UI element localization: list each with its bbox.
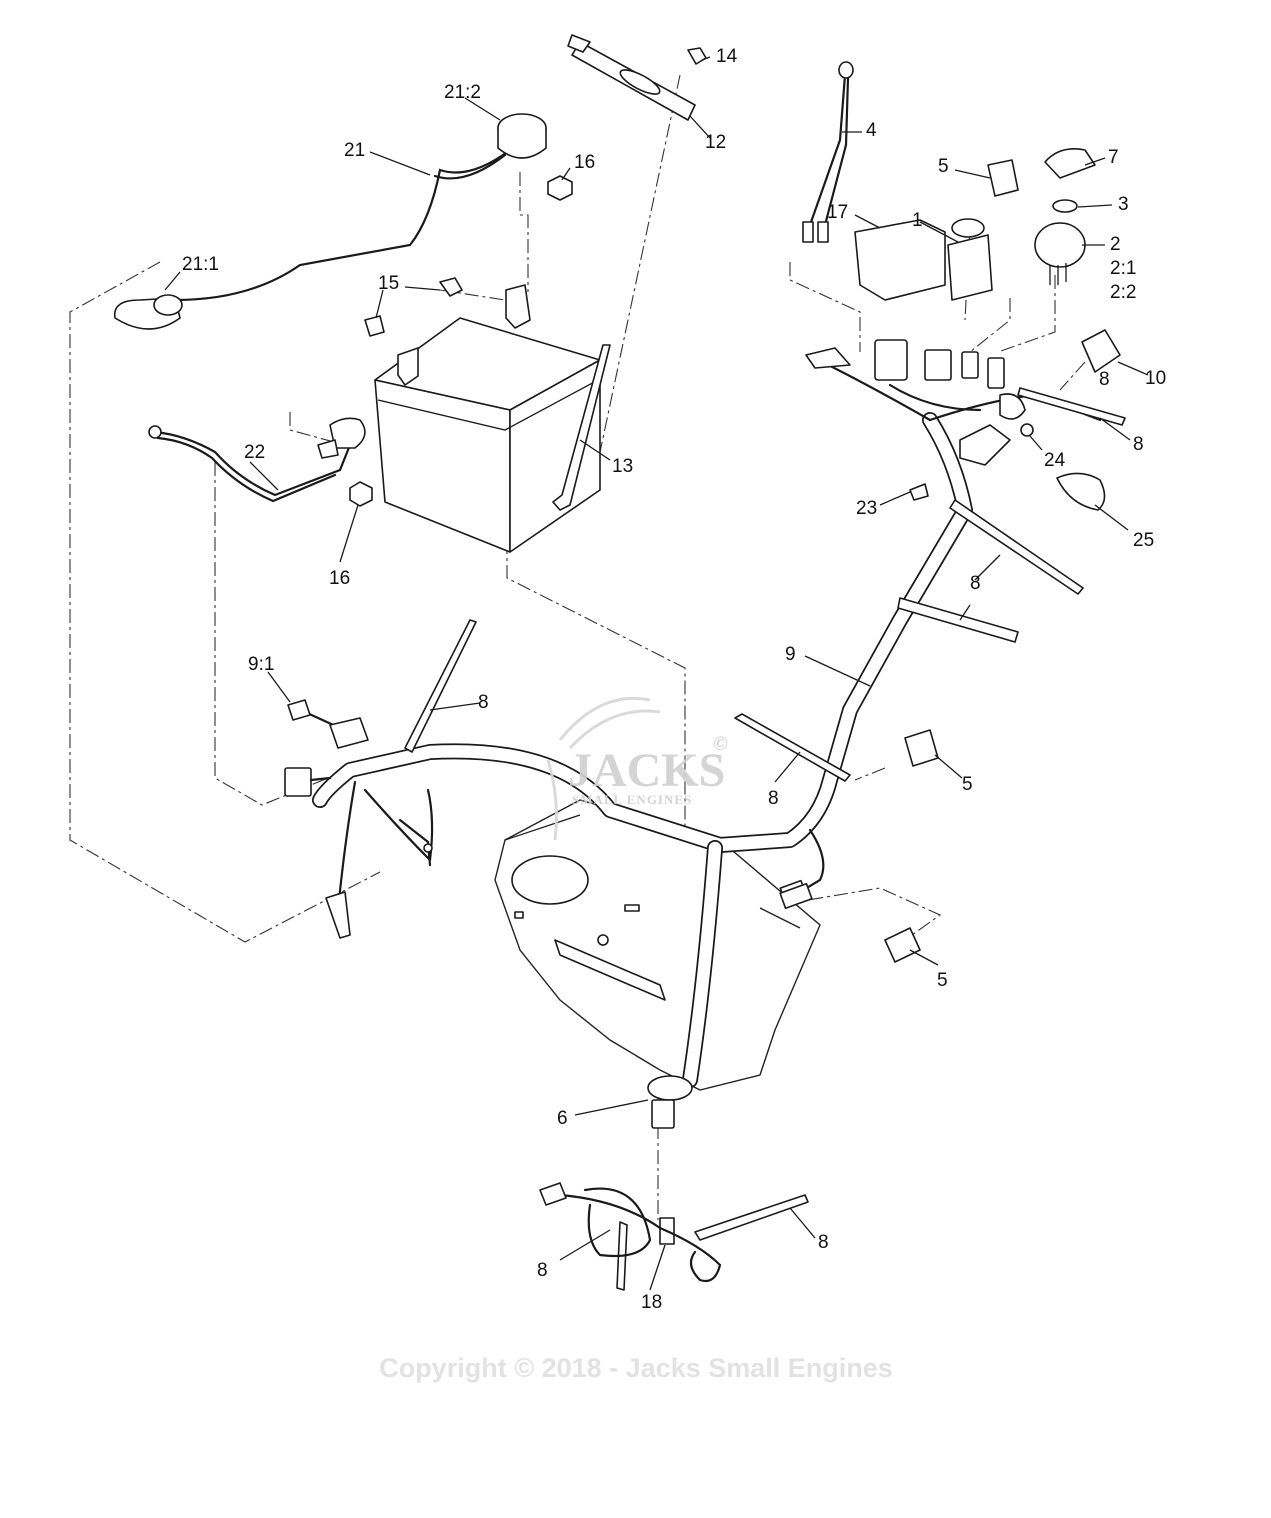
connector-plug [924,349,952,381]
pto-knob [951,218,985,238]
callout-16-bottom: 16 [329,568,350,589]
battery-holddown [552,34,707,511]
connector-plug [329,717,369,749]
hardware [349,175,1034,507]
callout-5-middle: 5 [962,774,973,795]
holddown-rod [552,344,611,511]
callout-17: 17 [827,202,848,223]
callout-2: 2 [1110,234,1121,255]
lower-harness [539,1099,722,1283]
callout-14: 14 [716,46,738,67]
relay [1081,329,1121,373]
seat-switch [987,159,1019,197]
bolt [364,315,385,337]
left-connectors [284,699,433,939]
callout-21: 21 [344,140,365,161]
cable-tie [897,597,1019,643]
ignition-switch [1034,222,1086,268]
cable-tie [694,1194,809,1241]
fuse-holder-cap [838,61,854,79]
battery [374,284,601,553]
callout-21-2: 21:2 [444,82,481,103]
callout-8-d: 8 [768,788,779,809]
ring-terminal [805,347,851,369]
wing-nut [567,34,591,53]
ignition-nut [1052,199,1078,213]
fuse-terminal [802,221,814,243]
callout-1: 1 [912,210,923,231]
connector-plug [987,357,1005,389]
callout-4: 4 [866,120,877,141]
callout-25: 25 [1133,530,1154,551]
ring-terminal [329,417,366,449]
callout-8-f: 8 [537,1260,548,1281]
grommet [647,1075,693,1101]
connector-plug [284,767,312,797]
negative-cable [148,417,366,503]
watermark: JACKS © SMALL ENGINES [546,696,728,841]
callout-2-2: 2:2 [1110,282,1136,303]
nut [547,175,573,201]
callout-12: 12 [705,132,726,153]
battery-terminal-positive [505,284,531,329]
callout-5-bottom: 5 [937,970,948,991]
callout-21-1: 21:1 [182,254,219,275]
callout-7: 7 [1108,147,1119,168]
nut [1020,423,1034,437]
callout-3: 3 [1118,194,1129,215]
callout-16-top: 16 [574,152,595,173]
watermark-tagline: SMALL ENGINES [572,792,692,807]
cable-ties [404,387,1126,1291]
watermark-brand: JACKS [568,744,725,797]
callout-24: 24 [1044,450,1066,471]
frame-slot [554,939,666,1001]
callout-8-a: 8 [1133,434,1144,455]
harness-clamp [1056,472,1106,511]
copyright-text: Copyright © 2018 - Jacks Small Engines [379,1353,893,1383]
cable-tie [404,619,477,753]
callout-22: 22 [244,442,265,463]
terminal-boot [153,294,183,316]
fuse-terminal [817,221,829,243]
frame-opening [511,855,589,905]
cable-tie [1017,387,1126,426]
cable-tie [734,713,851,782]
bolt [439,277,463,297]
nut [349,481,373,507]
screw [909,483,929,501]
callout-8-g: 8 [1099,369,1110,390]
leader-lines [164,56,1149,1291]
callout-18: 18 [641,1292,662,1313]
callout-6: 6 [557,1108,568,1129]
positive-cable [113,113,547,330]
callout-13: 13 [612,456,633,477]
callout-9-1: 9:1 [248,654,274,675]
callout-8-c: 8 [478,692,489,713]
main-wire-harness [312,412,973,1101]
callout-8-b: 8 [970,573,981,594]
wing-nut [687,47,707,65]
callout-labels: 1 2 2:1 2:2 3 4 5 5 5 6 7 8 8 8 8 8 8 8 … [182,46,1166,1313]
callout-10: 10 [1145,368,1166,389]
callout-9: 9 [785,644,796,665]
callout-8-e: 8 [818,1232,829,1253]
callout-15: 15 [378,273,399,294]
pto-switch [947,234,993,301]
connector-plug [539,1182,567,1206]
callout-2-1: 2:1 [1110,258,1136,279]
harness-connectors [805,339,1102,466]
callout-5-top: 5 [938,156,949,177]
relay-connector [959,424,1011,466]
callout-23: 23 [856,498,877,519]
cable-tie [949,499,1084,595]
connector-plug [874,339,908,381]
battery-terminal-negative [397,347,419,386]
dash-components [802,61,1121,511]
watermark-trademark: © [713,733,728,755]
ignition-key [1044,148,1096,179]
hour-meter [854,219,946,301]
frame-panel [494,799,821,1091]
connector-plug [961,351,979,379]
